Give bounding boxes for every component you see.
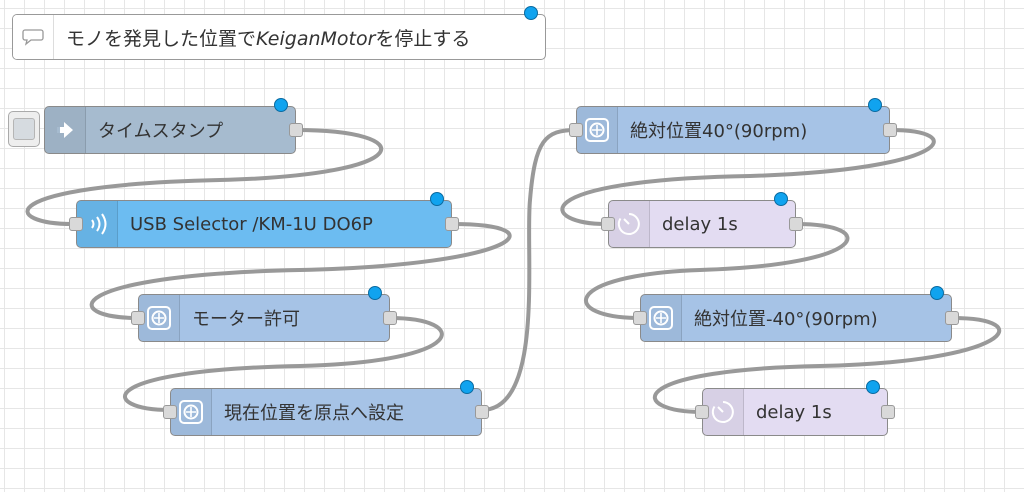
absolute-position-40-node[interactable]: 絶対位置40°(90rpm) <box>569 98 897 154</box>
motor-icon <box>649 306 673 330</box>
absolute-position-minus40-node[interactable]: 絶対位置-40°(90rpm) <box>633 286 959 342</box>
wire-usb-enable[interactable] <box>89 222 512 320</box>
input-port[interactable] <box>69 217 83 231</box>
status-dot <box>430 192 444 206</box>
motor-icon <box>585 118 609 142</box>
input-port[interactable] <box>163 405 177 419</box>
status-dot <box>866 380 880 394</box>
output-port[interactable] <box>383 311 397 325</box>
input-port[interactable] <box>601 217 615 231</box>
motor-icon <box>147 306 171 330</box>
output-port[interactable] <box>445 217 459 231</box>
node-label: タイムスタンプ <box>98 121 224 142</box>
status-dot <box>774 192 788 206</box>
usb-selector-node[interactable]: USB Selector /KM-1U DO6P <box>69 192 459 248</box>
input-port[interactable] <box>569 123 583 137</box>
wire-timestamp-usb[interactable] <box>25 128 384 227</box>
output-port[interactable] <box>883 123 897 137</box>
input-port[interactable] <box>695 405 709 419</box>
wire-abs40-delay1[interactable] <box>560 128 936 227</box>
input-port[interactable] <box>633 311 647 325</box>
wire-enable-preset[interactable] <box>122 316 444 412</box>
status-dot <box>368 286 382 300</box>
comment-node[interactable]: モノを発見した位置でKeiganMotorを停止する <box>12 6 546 60</box>
node-label: 現在位置を原点へ設定 <box>224 403 404 424</box>
timer-icon <box>711 401 734 423</box>
wire-preset-abs40[interactable] <box>480 128 578 412</box>
node-icon-box <box>171 389 212 435</box>
output-port[interactable] <box>789 217 803 231</box>
node-icon-box <box>703 389 744 435</box>
node-icon-box <box>77 201 118 247</box>
delay-node-1[interactable]: delay 1s <box>601 192 803 248</box>
output-port[interactable] <box>881 405 895 419</box>
node-icon-box <box>609 201 650 247</box>
comment-text: モノを発見した位置でKeiganMotorを停止する <box>66 27 471 50</box>
node-icon-box <box>577 107 618 153</box>
comment-icon-box <box>13 15 54 59</box>
output-port[interactable] <box>945 311 959 325</box>
delay-node-2[interactable]: delay 1s <box>695 380 895 436</box>
status-dot <box>274 98 288 112</box>
status-dot <box>868 98 882 112</box>
motor-enable-node[interactable]: モーター許可 <box>131 286 397 342</box>
wire-absm40-delay2[interactable] <box>652 316 1002 414</box>
status-dot <box>460 380 474 394</box>
input-port[interactable] <box>131 311 145 325</box>
node-label: USB Selector /KM-1U DO6P <box>130 213 373 235</box>
node-icon-box <box>139 295 180 341</box>
node-icon-box <box>641 295 682 341</box>
motor-icon <box>179 400 203 424</box>
node-label: 絶対位置-40°(90rpm) <box>694 309 878 330</box>
node-icon-box <box>45 107 86 153</box>
signal-waves-icon <box>91 213 107 235</box>
inject-node-timestamp[interactable]: タイムスタンプ <box>8 98 303 154</box>
node-label: モーター許可 <box>192 309 300 330</box>
node-label: 絶対位置40°(90rpm) <box>630 121 808 142</box>
status-dot <box>930 286 944 300</box>
status-dot <box>524 6 538 20</box>
timer-icon <box>617 213 640 235</box>
node-label: delay 1s <box>662 213 738 235</box>
node-label: delay 1s <box>756 401 832 423</box>
comment-bubble-icon <box>22 29 44 46</box>
preset-position-node[interactable]: 現在位置を原点へ設定 <box>163 380 489 436</box>
inject-trigger-button[interactable] <box>8 111 40 147</box>
output-port[interactable] <box>289 123 303 137</box>
wire-delay1-absm40[interactable] <box>584 222 850 320</box>
output-port[interactable] <box>475 405 489 419</box>
arrow-right-icon <box>57 122 73 138</box>
